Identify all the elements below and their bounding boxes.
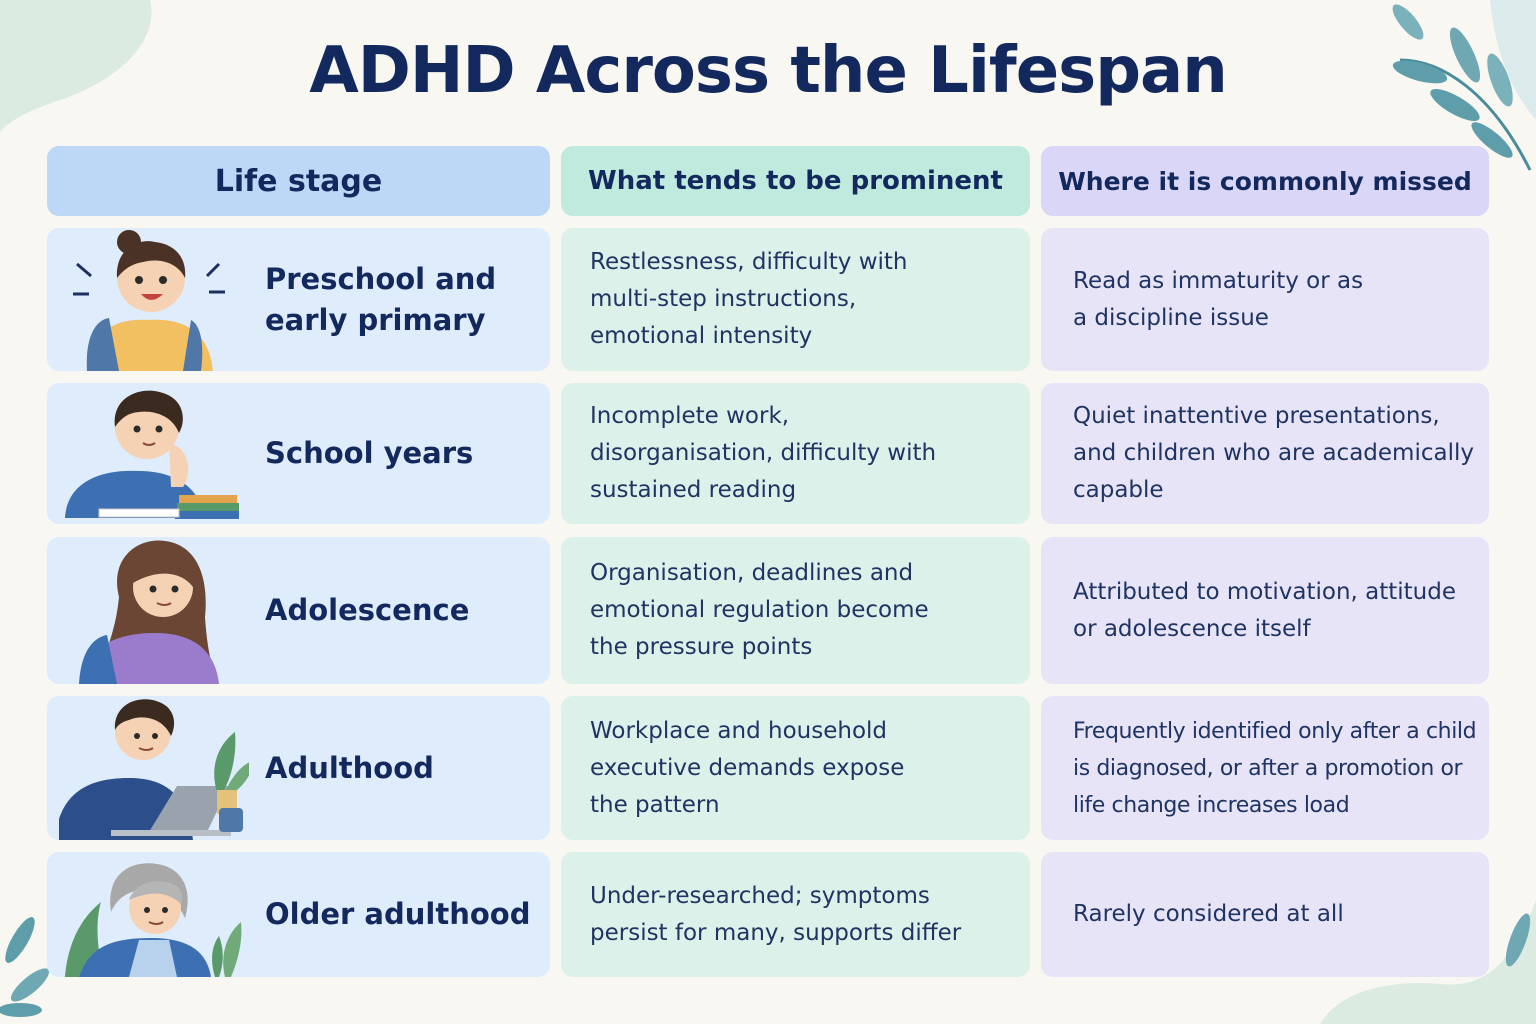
table-row-prominent-school-years: Incomplete work, disorganisation, diffic… [561, 383, 1030, 524]
stage-label: Adolescence [265, 593, 470, 627]
table-row-prominent-older-adulthood: Under-researched; symptoms persist for m… [561, 852, 1030, 977]
older-woman-illustration [65, 863, 242, 977]
table-row-stage-school-years: School years [47, 383, 550, 524]
teen-girl-with-backpack-illustration [79, 540, 219, 684]
table-row-missed-adolescence: Attributed to motivation, attitude or ad… [1041, 537, 1489, 684]
header-prominent: What tends to be prominent [561, 146, 1030, 216]
bottom-right-blob-decoration [1320, 900, 1536, 1024]
table-row-stage-adolescence: Adolescence [47, 537, 550, 684]
missed-text: Rarely considered at all [1073, 901, 1344, 927]
missed-text: Attributed to motivation, attitude or ad… [1073, 578, 1457, 642]
adult-with-laptop-illustration [59, 699, 249, 840]
table-row-stage-adulthood: Adulthood [47, 696, 550, 840]
prominent-text: Under-researched; symptoms persist for m… [590, 882, 962, 946]
stage-label: Preschool and early primary [265, 261, 497, 337]
stage-label: Older adulthood [265, 897, 531, 931]
stage-label: School years [265, 436, 474, 470]
table-row-stage-preschool: Preschool and early primary [47, 228, 550, 371]
prominent-text: Incomplete work, disorganisation, diffic… [590, 403, 937, 503]
missed-text: Read as immaturity or as a discipline is… [1073, 267, 1364, 331]
table-row-missed-preschool: Read as immaturity or as a discipline is… [1041, 228, 1489, 371]
table-row-prominent-preschool: Restlessness, difficulty with multi-step… [561, 228, 1030, 371]
table-row-prominent-adulthood: Workplace and household executive demand… [561, 696, 1030, 840]
missed-text: Frequently identified only after a child… [1073, 718, 1477, 818]
prominent-text: Workplace and household executive demand… [590, 717, 905, 818]
prominent-text: Restlessness, difficulty with multi-step… [590, 249, 908, 349]
top-left-blob-decoration [0, 0, 152, 132]
header-missed: Where it is commonly missed [1041, 146, 1489, 216]
top-right-leaves-decoration [1392, 0, 1536, 171]
table-row-prominent-adolescence: Organisation, deadlines and emotional re… [561, 537, 1030, 684]
page-title: ADHD Across the Lifespan [309, 34, 1228, 108]
table-row-missed-older-adulthood: Rarely considered at all [1041, 852, 1489, 977]
header-life-stage: Life stage [47, 146, 550, 216]
stage-label: Adulthood [265, 750, 434, 785]
missed-text: Quiet inattentive presentations, and chi… [1073, 403, 1474, 503]
table-row-missed-adulthood: Frequently identified only after a child… [1041, 696, 1489, 840]
preschool-child-illustration [73, 230, 225, 371]
table-row-missed-school-years: Quiet inattentive presentations, and chi… [1041, 383, 1489, 524]
table-row-stage-older-adulthood: Older adulthood [47, 852, 550, 977]
prominent-text: Organisation, deadlines and emotional re… [590, 560, 929, 660]
bottom-left-leaves-decoration [0, 917, 50, 1017]
school-child-with-books-illustration [65, 390, 239, 519]
